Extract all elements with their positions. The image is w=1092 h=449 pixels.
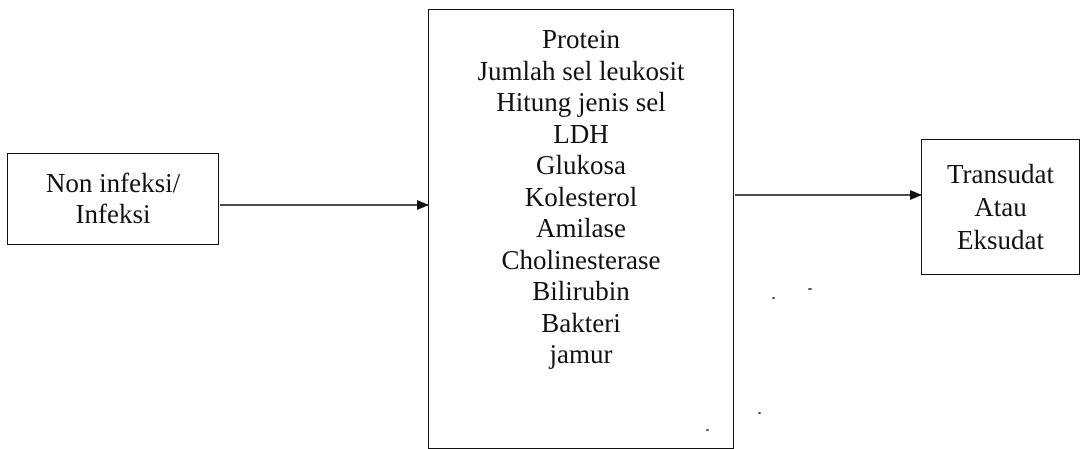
parameter-item: Amilase — [536, 213, 626, 243]
input-box: Non infeksi/ Infeksi — [7, 153, 219, 245]
scan-speck — [772, 297, 775, 299]
input-box-line: Non infeksi/ — [45, 168, 181, 198]
parameter-item: Jumlah sel leukosit — [477, 55, 685, 86]
parameter-item: Bilirubin — [532, 276, 630, 306]
parameter-item: Cholinesterase — [501, 244, 661, 275]
scan-speck — [706, 429, 709, 431]
output-box-line: Transudat — [946, 158, 1054, 189]
parameter-item: Kolesterol — [524, 181, 638, 212]
parameter-item: Hitung jenis sel — [496, 87, 666, 117]
output-box: Transudat Atau Eksudat — [921, 139, 1080, 275]
output-box-line: Eksudat — [957, 224, 1044, 255]
scan-speck — [808, 288, 812, 290]
parameter-item: jamur — [549, 339, 613, 369]
input-box-line: Infeksi — [75, 199, 151, 229]
parameter-item: Protein — [542, 24, 620, 54]
parameter-item: Glukosa — [536, 150, 626, 180]
parameters-box: Protein Jumlah sel leukosit Hitung jenis… — [428, 9, 734, 449]
output-box-line: Atau — [974, 191, 1027, 222]
parameter-item: LDH — [553, 118, 609, 149]
scan-speck — [758, 412, 761, 414]
parameter-item: Bakteri — [541, 307, 621, 338]
